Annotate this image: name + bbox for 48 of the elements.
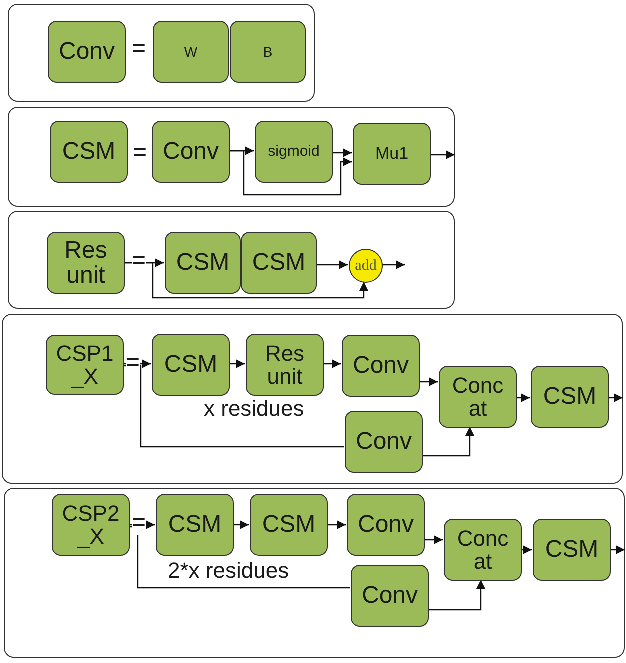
process-box: Mu1 — [353, 123, 431, 185]
panel-frame — [8, 4, 315, 102]
process-box: Conv — [152, 121, 230, 183]
process-box: CSM — [156, 494, 234, 556]
panel-frame — [8, 107, 455, 207]
process-box: CSM — [50, 121, 128, 183]
process-box: Conv — [345, 411, 423, 473]
process-box: Conc at — [444, 519, 522, 581]
arrow — [422, 427, 474, 457]
process-box: Conv — [347, 494, 425, 556]
add-node: add — [349, 249, 383, 283]
process-box: CSM — [250, 494, 328, 556]
process-box: B — [230, 21, 306, 83]
panel-frame — [2, 314, 623, 484]
process-box: CSM — [165, 232, 241, 294]
process-box: CSM — [241, 232, 317, 294]
arrow — [327, 520, 346, 530]
arrow — [608, 394, 623, 402]
arrow — [430, 150, 455, 160]
process-box: CSM — [533, 519, 611, 581]
arrow — [610, 546, 625, 554]
panel-frame — [8, 211, 455, 309]
process-box: Res unit — [246, 334, 324, 396]
arrow — [516, 394, 530, 402]
process-box: sigmoid — [255, 121, 333, 183]
arrow — [124, 262, 368, 299]
process-box: CSM — [152, 334, 230, 396]
process-box: CSP2 _X — [52, 494, 130, 556]
process-box: Conc at — [439, 366, 517, 428]
arrow — [424, 536, 443, 544]
arrow — [521, 546, 532, 554]
arrow — [233, 520, 249, 530]
arrow — [332, 148, 352, 158]
arrow — [428, 580, 486, 611]
arrow — [419, 378, 438, 386]
arrow — [316, 260, 348, 270]
process-box: Conv — [48, 21, 126, 83]
process-box: CSP1 _X — [46, 335, 124, 395]
arrow — [229, 360, 245, 368]
process-box: Conv — [351, 565, 429, 627]
panel-frame — [4, 488, 625, 658]
arrow — [229, 150, 352, 196]
arrow — [382, 260, 405, 270]
arrow — [323, 360, 341, 368]
process-box: Res unit — [47, 232, 125, 294]
process-box: Conv — [342, 335, 420, 397]
process-box: W — [153, 21, 229, 83]
process-box: CSM — [531, 366, 609, 428]
